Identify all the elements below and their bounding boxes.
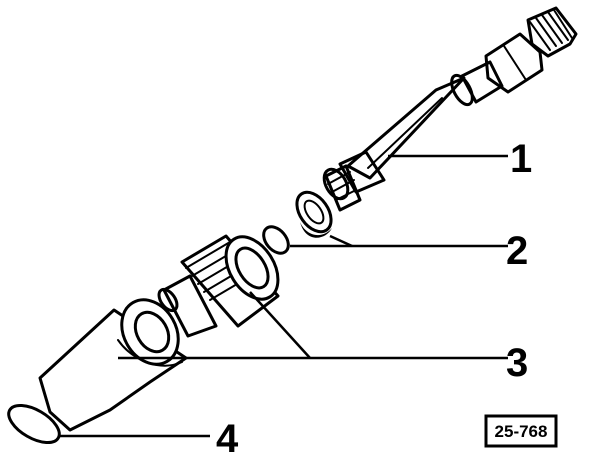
part-1-injector-assembly: [322, 6, 578, 212]
callout-4: 4: [216, 417, 239, 461]
part-2-seal-washer: [295, 190, 333, 238]
figure-id-box: 25-768: [484, 414, 558, 448]
callout-2: 2: [506, 229, 528, 273]
part-4-sealing-ring: [7, 403, 61, 445]
callout-3: 3: [506, 341, 528, 385]
callout-1: 1: [510, 137, 532, 181]
part-2-o-ring: [262, 225, 290, 255]
leader-lines: [60, 154, 508, 438]
figure-id: 25-768: [495, 422, 548, 441]
part-3-nozzle-holder: [157, 234, 280, 338]
part-4-outer-sleeve: [38, 298, 188, 432]
